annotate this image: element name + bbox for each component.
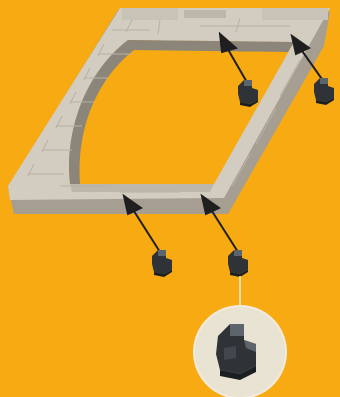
frame-rim-right <box>262 8 328 20</box>
frame-rim-mid <box>184 10 226 18</box>
frame-opening-bottom-lip <box>70 184 214 192</box>
magnified-clip-callout <box>194 306 286 397</box>
frame-rim-left <box>122 8 178 20</box>
